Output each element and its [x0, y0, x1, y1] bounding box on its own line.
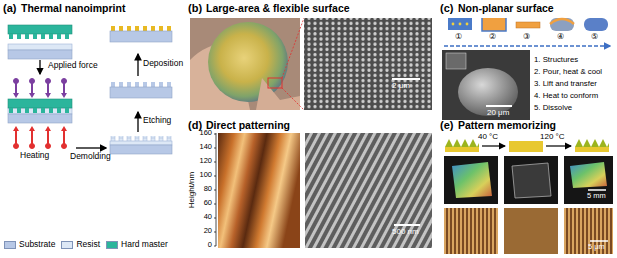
panel-title: Pattern memorizing [458, 120, 556, 132]
panel-title: Thermal nanoimprint [21, 3, 125, 15]
scale-label: 2 μm [392, 82, 410, 91]
axis-tick: 140 [190, 143, 212, 151]
step-number: ③ [523, 33, 530, 42]
temperature-label: 120 °C [540, 133, 565, 142]
step-description: 5. Dissolve [534, 104, 572, 113]
panel-title: Direct patterning [206, 120, 290, 132]
step-description: 3. Lift and transfer [534, 80, 597, 89]
step-number: ⑤ [591, 33, 598, 42]
legend-swatch [4, 241, 16, 249]
step-description: 1. Structures [534, 56, 578, 65]
step-label: Heating [20, 151, 49, 160]
scale-label: 5 μm [588, 243, 605, 251]
panel-letter: (e) [440, 119, 453, 131]
step-label: Etching [143, 116, 171, 125]
scale-label: 20 μm [487, 109, 509, 118]
axis-tick: 160 [190, 129, 212, 137]
panel-title: Large-area & flexible surface [206, 3, 350, 15]
panel-letter: (a) [3, 2, 16, 14]
legend-swatch [106, 241, 118, 249]
axis-tick: 40 [190, 213, 212, 221]
step-description: 2. Pour, heat & cool [534, 68, 602, 77]
panel-letter: (b) [188, 2, 202, 14]
axis-tick: 0 [190, 241, 212, 249]
axis-tick: 120 [190, 157, 212, 165]
scale-label: 500 nm [392, 228, 419, 237]
step-number: ④ [557, 33, 564, 42]
step-label: Applied force [48, 61, 98, 70]
legend-text: Hard master [121, 240, 168, 249]
step-description: 4. Heat to conform [534, 92, 598, 101]
axis-title: Height/nm [188, 172, 197, 208]
axis-tick: 20 [190, 227, 212, 235]
temperature-label: 40 °C [478, 133, 498, 142]
panel-letter: (c) [440, 2, 453, 14]
legend-text: Resist [76, 240, 100, 249]
step-label: Deposition [143, 59, 183, 68]
step-number: ② [489, 33, 496, 42]
legend-swatch [61, 241, 73, 249]
step-label: Demolding [70, 152, 111, 161]
legend-text: Substrate [19, 240, 55, 249]
step-number: ① [455, 33, 462, 42]
panel-title: Non-planar surface [458, 3, 554, 15]
scale-label: 5 mm [587, 192, 606, 200]
